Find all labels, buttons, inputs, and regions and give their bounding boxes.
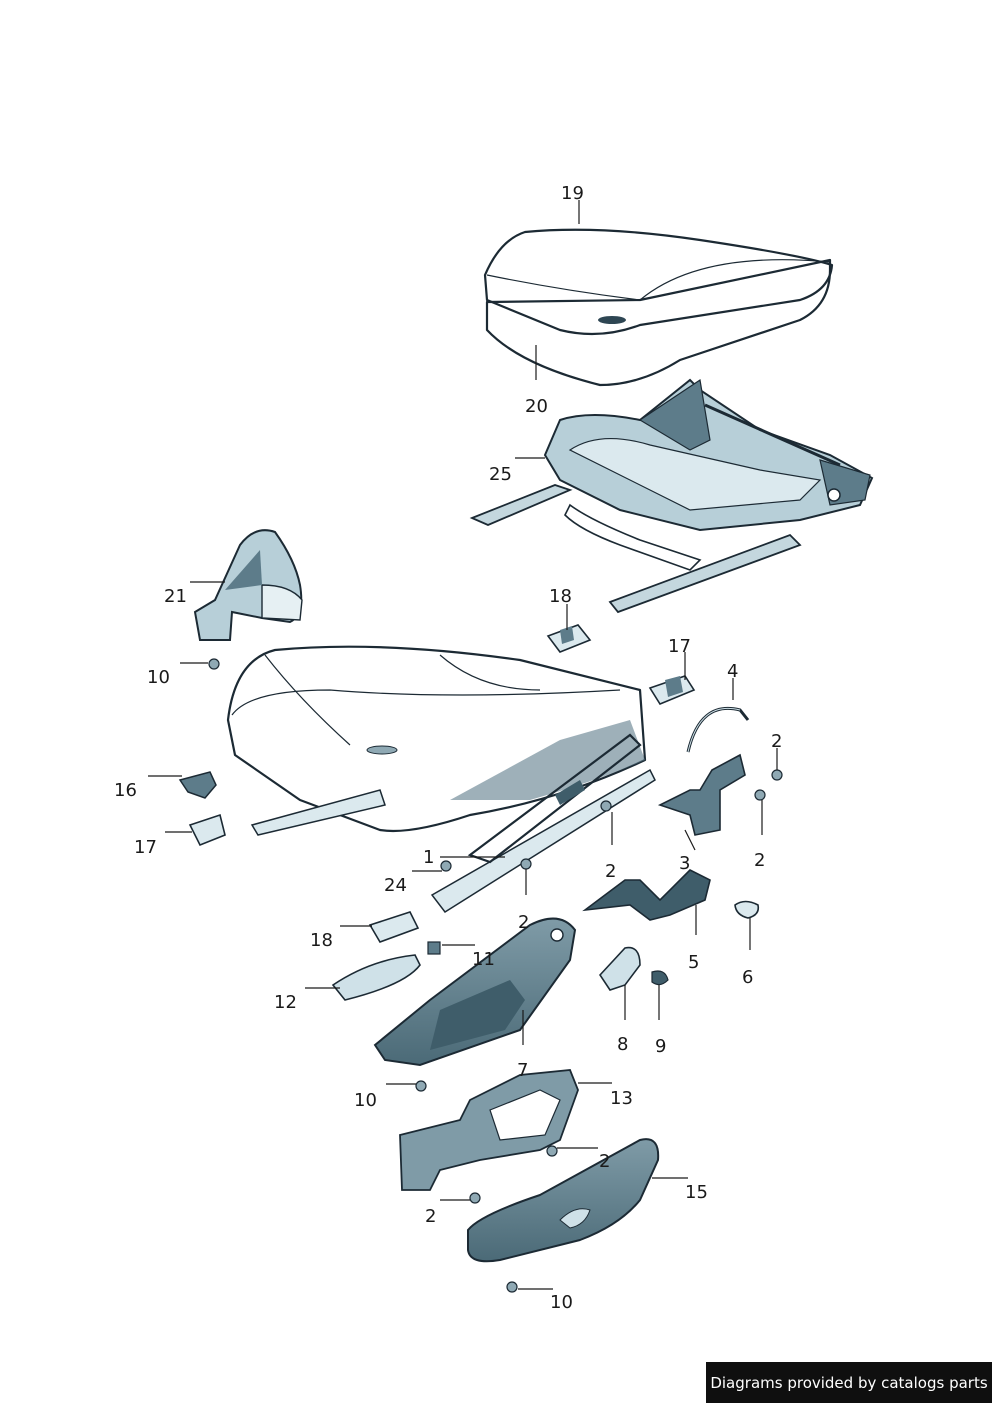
label-2a: 2 bbox=[771, 731, 782, 752]
guide-clip-18b bbox=[368, 911, 420, 943]
label-24: 24 bbox=[384, 875, 407, 896]
cap-9 bbox=[651, 970, 669, 986]
label-7: 7 bbox=[517, 1060, 528, 1081]
label-8: 8 bbox=[617, 1034, 628, 1055]
bracket-3 bbox=[657, 753, 746, 836]
seat-frame-assembly bbox=[469, 378, 874, 614]
label-18a: 18 bbox=[549, 586, 572, 607]
label-17a: 17 bbox=[668, 636, 691, 657]
cable-4 bbox=[686, 706, 750, 753]
label-2c: 2 bbox=[605, 861, 616, 882]
guide-clip-17a bbox=[648, 675, 696, 705]
label-10a: 10 bbox=[147, 667, 170, 688]
part-labels: 19 20 25 21 18 17 4 10 2 16 2 17 1 2 3 2… bbox=[114, 183, 782, 1313]
bracket-13 bbox=[399, 1069, 579, 1191]
label-21: 21 bbox=[164, 586, 187, 607]
credit-banner: Diagrams provided by catalogs parts bbox=[706, 1362, 992, 1403]
seat-cushion-cover bbox=[483, 228, 834, 387]
label-10b: 10 bbox=[354, 1090, 377, 1111]
label-2d: 2 bbox=[518, 912, 529, 933]
label-19: 19 bbox=[561, 183, 584, 204]
guide-piece-16 bbox=[178, 771, 217, 799]
rear-side-trim bbox=[193, 529, 303, 641]
seat-base-assembly bbox=[226, 645, 656, 913]
label-3: 3 bbox=[679, 853, 690, 874]
screws bbox=[208, 658, 783, 1293]
label-9: 9 bbox=[655, 1036, 666, 1057]
label-16: 16 bbox=[114, 780, 137, 801]
label-20: 20 bbox=[525, 396, 548, 417]
label-2e: 2 bbox=[599, 1151, 610, 1172]
label-4: 4 bbox=[727, 661, 738, 682]
label-6: 6 bbox=[742, 967, 753, 988]
trim-panel-15 bbox=[467, 1138, 660, 1263]
label-2f: 2 bbox=[425, 1206, 436, 1227]
label-1: 1 bbox=[423, 847, 434, 868]
side-panel-7 bbox=[373, 917, 577, 1067]
label-18b: 18 bbox=[310, 930, 333, 951]
leader-lines bbox=[148, 200, 778, 1290]
lever-5 bbox=[582, 869, 711, 921]
label-11: 11 bbox=[472, 949, 495, 970]
label-15: 15 bbox=[685, 1182, 708, 1203]
label-5: 5 bbox=[688, 952, 699, 973]
knob-6 bbox=[734, 900, 760, 919]
label-12: 12 bbox=[274, 992, 297, 1013]
label-13: 13 bbox=[610, 1088, 633, 1109]
cover-8 bbox=[598, 946, 641, 991]
label-2b: 2 bbox=[754, 850, 765, 871]
label-25: 25 bbox=[489, 464, 512, 485]
guide-clip-18a bbox=[546, 624, 592, 653]
clip-11 bbox=[427, 941, 441, 955]
handle-12 bbox=[331, 954, 421, 1001]
label-17b: 17 bbox=[134, 837, 157, 858]
label-10c: 10 bbox=[550, 1292, 573, 1313]
guide-clip-17b bbox=[188, 813, 226, 847]
